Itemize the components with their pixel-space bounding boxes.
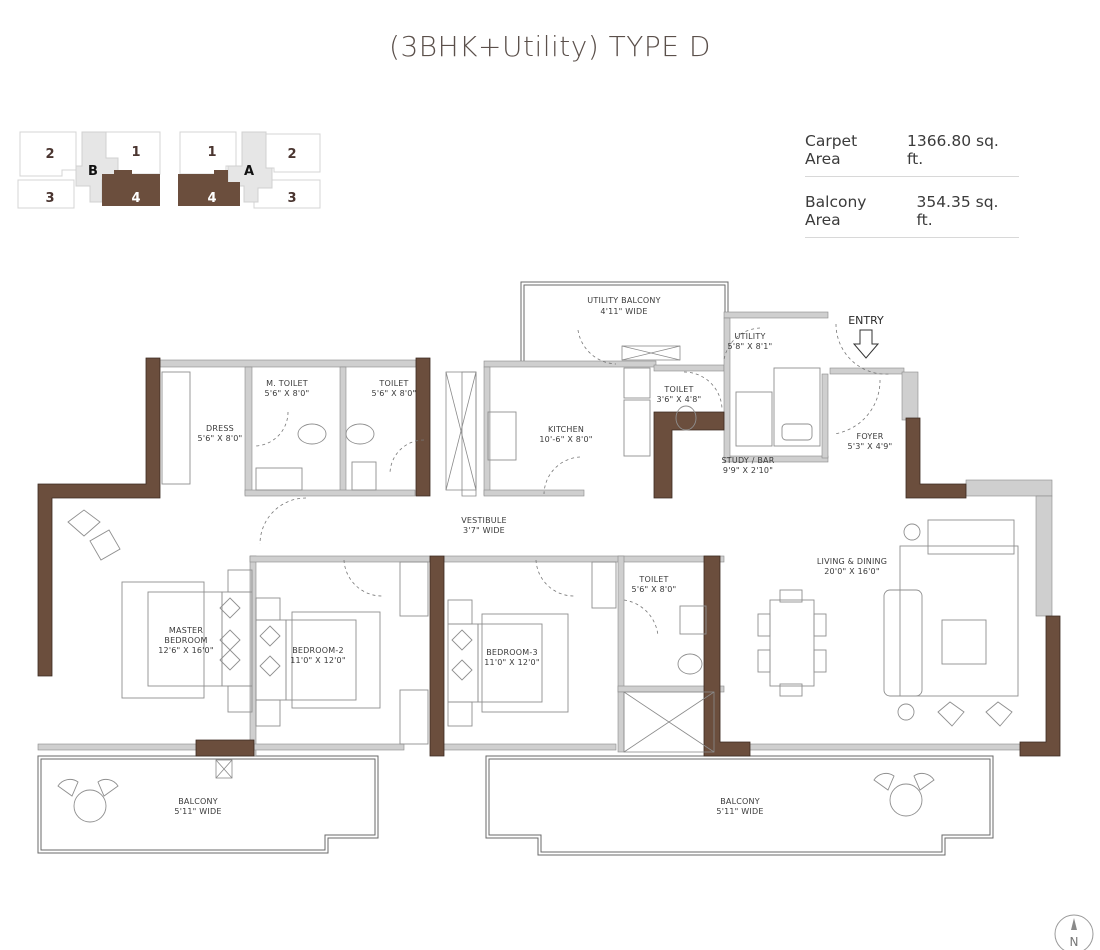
keyplan-b-unit-1: 1 xyxy=(131,145,140,160)
room-toilet-2-size: 5'6" X 8'0" xyxy=(632,585,677,594)
keyplan-tower-a: A xyxy=(244,164,254,179)
plan-title: (3BHK+Utility) TYPE D xyxy=(389,30,711,63)
room-foyer-name: FOYER xyxy=(857,432,884,441)
room-toilet-1-size: 5'6" X 8'0" xyxy=(372,389,417,398)
keyplan-b-unit-3: 3 xyxy=(45,191,54,206)
room-bedroom-2-name: BEDROOM-2 xyxy=(292,646,344,655)
room-dress-size: 5'6" X 8'0" xyxy=(198,434,243,443)
room-foyer-size: 5'3" X 4'9" xyxy=(848,442,893,451)
room-balcony-right-name: BALCONY xyxy=(720,797,760,806)
area-summary: Carpet Area 1366.80 sq. ft. Balcony Area… xyxy=(805,126,1019,248)
entry-arrow-icon xyxy=(852,329,880,359)
keyplan-a-unit-2: 2 xyxy=(287,147,296,162)
room-living-dining-name: LIVING & DINING xyxy=(817,557,887,566)
room-toilet-utility-size: 3'6" X 4'8" xyxy=(657,395,702,404)
carpet-area-row: Carpet Area 1366.80 sq. ft. xyxy=(805,126,1019,177)
balcony-area-label: Balcony Area xyxy=(805,193,867,229)
keyplan-a-unit-3: 3 xyxy=(287,191,296,206)
key-plan: 2 1 3 4 B 1 2 4 3 A xyxy=(17,131,321,209)
keyplan-a-unit-1: 1 xyxy=(207,145,216,160)
entry-label: ENTRY xyxy=(848,314,884,327)
room-bedroom-2-size: 11'0" X 12'0" xyxy=(290,656,345,665)
room-utility-balcony-size: 4'11" WIDE xyxy=(600,307,647,316)
room-kitchen-name: KITCHEN xyxy=(548,425,584,434)
carpet-area-value: 1366.80 sq. ft. xyxy=(906,132,999,168)
room-m-toilet-name: M. TOILET xyxy=(266,379,308,388)
keyplan-b-unit-4: 4 xyxy=(131,191,140,206)
room-toilet-utility-name: TOILET xyxy=(663,385,693,394)
room-vestibule-size: 3'7" WIDE xyxy=(463,526,505,535)
room-study-bar-name: STUDY / BAR xyxy=(722,456,775,465)
keyplan-tower-b: B xyxy=(88,164,98,179)
room-balcony-left-name: BALCONY xyxy=(178,797,218,806)
keyplan-a-unit-4: 4 xyxy=(207,191,216,206)
room-utility-name: UTILITY xyxy=(734,332,765,341)
carpet-area-label: Carpet Area xyxy=(805,132,858,168)
room-balcony-right-size: 5'11" WIDE xyxy=(716,807,763,816)
room-vestibule-name: VESTIBULE xyxy=(461,516,507,525)
room-master-bedroom-name-1: MASTER xyxy=(169,626,203,635)
balcony-area-value: 354.35 sq. ft. xyxy=(916,193,999,229)
balcony-area-row: Balcony Area 354.35 sq. ft. xyxy=(805,187,1019,238)
room-toilet-2-name: TOILET xyxy=(638,575,668,584)
room-balcony-left-size: 5'11" WIDE xyxy=(174,807,221,816)
compass-label: N xyxy=(1070,935,1079,949)
room-toilet-1-name: TOILET xyxy=(378,379,408,388)
keyplan-b-unit-2: 2 xyxy=(45,147,54,162)
room-master-bedroom-name-2: BEDROOM xyxy=(164,636,207,645)
room-utility-size: 5'8" X 8'1" xyxy=(728,342,773,351)
north-compass-icon xyxy=(1054,914,1094,950)
room-bedroom-3-size: 11'0" X 12'0" xyxy=(484,658,539,667)
room-m-toilet-size: 5'6" X 8'0" xyxy=(265,389,310,398)
room-study-bar-size: 9'9" X 2'10" xyxy=(723,466,773,475)
room-kitchen-size: 10'-6" X 8'0" xyxy=(539,435,592,444)
room-dress-name: DRESS xyxy=(206,424,234,433)
room-utility-balcony-name: UTILITY BALCONY xyxy=(587,296,660,305)
room-living-dining-size: 20'0" X 16'0" xyxy=(824,567,879,576)
room-bedroom-3-name: BEDROOM-3 xyxy=(486,648,538,657)
room-master-bedroom-size: 12'6" X 16'0" xyxy=(158,646,213,655)
